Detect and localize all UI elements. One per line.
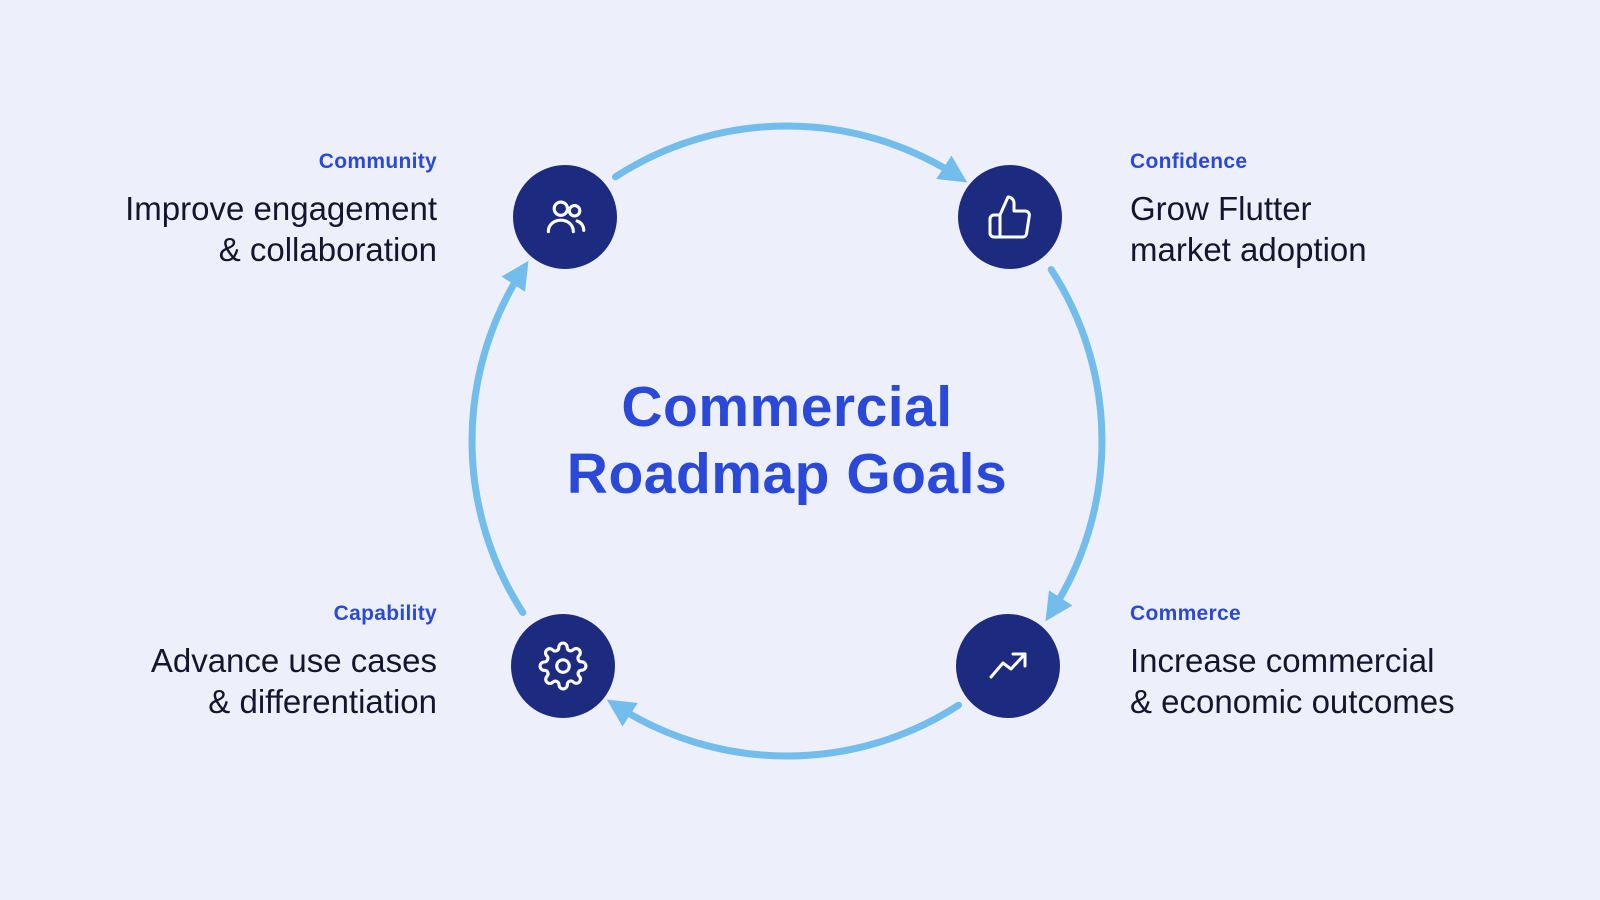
capability-text-block: Capability Advance use cases & different… — [0, 602, 437, 722]
capability-label: Capability — [333, 602, 437, 625]
arrow-right — [1045, 266, 1106, 622]
confidence-node — [958, 165, 1062, 269]
thumbs-up-icon — [986, 193, 1034, 241]
community-text-block: Community Improve engagement & collabora… — [0, 150, 437, 270]
arrow-bottom — [606, 699, 962, 760]
commerce-description: Increase commercial & economic outcomes — [1130, 640, 1600, 722]
community-node — [513, 165, 617, 269]
gear-icon — [538, 641, 588, 691]
commerce-desc-line1: Increase commercial — [1130, 642, 1435, 679]
community-description: Improve engagement & collaboration — [0, 188, 437, 270]
trending-up-icon — [984, 642, 1032, 690]
capability-node — [511, 614, 615, 718]
diagram-title-line2: Roadmap Goals — [566, 442, 1008, 506]
confidence-desc-line2: market adoption — [1130, 231, 1367, 268]
confidence-label: Confidence — [1130, 150, 1248, 173]
commerce-label: Commerce — [1130, 602, 1241, 625]
community-label: Community — [318, 150, 437, 173]
confidence-desc-line1: Grow Flutter — [1130, 190, 1312, 227]
commerce-text-block: Commerce Increase commercial & economic … — [1130, 602, 1600, 722]
arrow-left — [468, 260, 529, 616]
capability-desc-line2: & differentiation — [208, 683, 437, 720]
confidence-text-block: Confidence Grow Flutter market adoption — [1130, 150, 1600, 270]
capability-description: Advance use cases & differentiation — [0, 640, 437, 722]
arrow-top — [612, 122, 968, 183]
diagram-title: Commercial Roadmap Goals — [387, 374, 1187, 508]
users-icon — [540, 192, 590, 242]
confidence-description: Grow Flutter market adoption — [1130, 188, 1600, 270]
commerce-desc-line2: & economic outcomes — [1130, 683, 1455, 720]
capability-desc-line1: Advance use cases — [150, 642, 437, 679]
diagram-title-line1: Commercial — [621, 375, 953, 439]
community-desc-line1: Improve engagement — [125, 190, 437, 227]
community-desc-line2: & collaboration — [218, 231, 437, 268]
commerce-node — [956, 614, 1060, 718]
